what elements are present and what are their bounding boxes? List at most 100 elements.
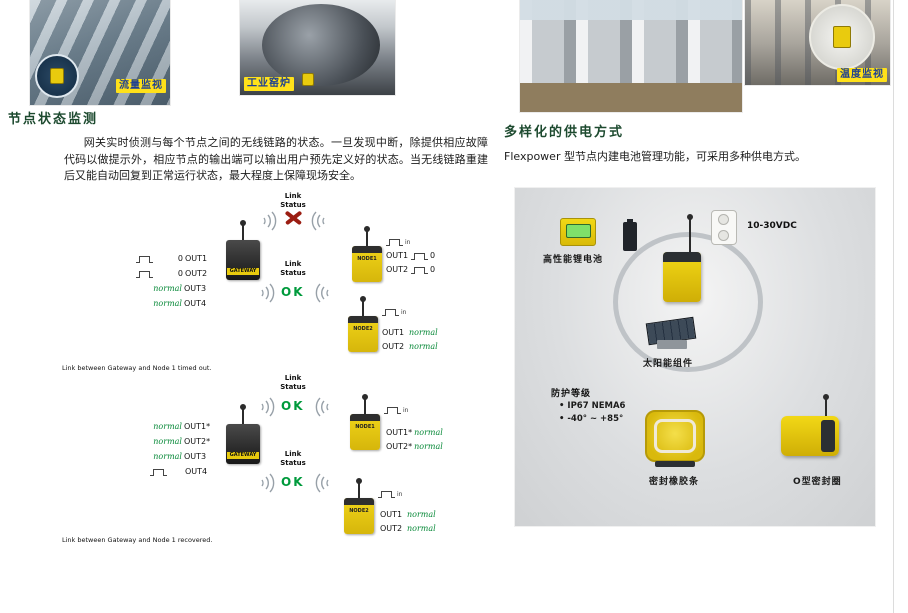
section-heading-node-status: 节点状态监测: [8, 112, 99, 127]
diagram-caption: Link between Gateway and Node 1 recovere…: [62, 536, 213, 544]
device-label: NODE2: [349, 508, 369, 514]
gateway-output-row: normal OUT2*: [138, 437, 210, 447]
link-ok-label: OK: [281, 399, 305, 413]
link-label: Link: [284, 260, 302, 268]
antenna-icon: [687, 214, 694, 252]
photo-caption-temp: 温度监视: [837, 68, 887, 82]
link-failed-x-icon: [284, 208, 302, 226]
device-label: NODE2: [353, 326, 373, 332]
output-label: OUT2*: [386, 442, 413, 451]
output-value: normal: [153, 452, 182, 461]
pulse-signal-icon: [411, 266, 428, 274]
signal-waves-icon: [258, 394, 278, 420]
node-output-row: OUT1* normal: [386, 428, 443, 438]
photo-storage-tanks: [520, 0, 742, 112]
link-ok-label: OK: [281, 475, 305, 489]
device-label: NODE1: [357, 256, 377, 262]
input-marker: in: [386, 239, 410, 246]
kiln-drum: [262, 4, 380, 86]
device-label: GATEWAY: [227, 452, 259, 459]
in-label: in: [403, 407, 409, 414]
protection-rating-item: IP67 NEMA6: [559, 401, 625, 411]
output-label: OUT2: [386, 265, 409, 274]
in-label: in: [397, 491, 403, 498]
status-label: Status: [280, 382, 306, 391]
battery-cell-icon: [623, 219, 637, 251]
antenna-icon: [356, 478, 362, 498]
output-value: 0: [177, 254, 183, 263]
pulse-signal-icon: [386, 239, 403, 246]
gateway-output-row: normal OUT1*: [138, 422, 210, 432]
input-marker: in: [382, 309, 406, 316]
photo-flow-monitoring: 流量监视: [30, 0, 170, 105]
power-options-ring: [613, 232, 763, 372]
output-value: normal: [153, 284, 182, 293]
gateway-output-row: OUT4: [150, 467, 208, 477]
wireless-node-icon: [50, 68, 64, 84]
gateway-output-row: normal OUT3: [138, 452, 206, 462]
link-label: Link: [284, 374, 302, 382]
signal-waves-icon: [312, 280, 332, 306]
antenna-icon: [240, 404, 246, 424]
device-label: GATEWAY: [227, 268, 259, 275]
output-label: OUT4: [184, 299, 207, 308]
photo-caption-kiln: 工业窑炉: [244, 77, 294, 91]
protection-rating-item: -40° ~ +85°: [559, 414, 623, 424]
pulse-signal-icon: [150, 468, 167, 476]
node1-device: NODE1: [352, 226, 382, 282]
gateway-output-row: normal OUT4: [138, 299, 206, 309]
wireless-node-icon: [833, 26, 851, 48]
output-value: normal: [409, 328, 438, 337]
status-label: Status: [280, 200, 306, 209]
photo-detail-inset: [809, 4, 875, 70]
protection-rating-title: 防护等级: [551, 389, 592, 399]
signal-waves-icon: [260, 208, 280, 234]
gateway-output-row: 0 OUT2: [136, 269, 208, 279]
signal-waves-icon: [258, 470, 278, 496]
output-label: OUT1: [386, 251, 409, 260]
power-supply-paragraph: Flexpower 型节点内建电池管理功能，可采用多种供电方式。: [504, 150, 806, 163]
output-label: OUT1: [185, 254, 208, 263]
input-marker: in: [378, 491, 403, 498]
photo-detail-inset: [35, 54, 79, 98]
seal2-label: O型密封圈: [793, 477, 842, 487]
output-value: normal: [407, 524, 436, 533]
antenna-icon: [823, 394, 830, 416]
link-status-label: Link Status: [276, 260, 310, 277]
node-output-row: OUT2 0: [386, 265, 435, 275]
vdc-label: 10-30VDC: [747, 221, 797, 231]
wireless-node-device: [663, 214, 701, 302]
node-output-row: OUT2 normal: [382, 342, 438, 352]
output-label: OUT1: [380, 510, 403, 519]
output-label: OUT3: [184, 284, 207, 293]
output-label: OUT1*: [184, 422, 211, 431]
node-status-paragraph: 网关实时侦测与每个节点之间的无线链路的状态。一旦发现中断，除提供相应故障代码以做…: [64, 136, 488, 182]
status-label: Status: [280, 458, 306, 467]
wireless-node-icon: [302, 73, 314, 86]
sealed-gasket-device-icon: [645, 410, 705, 467]
output-value: normal: [409, 342, 438, 351]
node-output-row: OUT2 normal: [380, 524, 436, 534]
solar-label: 太阳能组件: [643, 359, 694, 369]
output-label: OUT2: [185, 269, 208, 278]
signal-waves-icon: [312, 470, 332, 496]
page-edge-divider: [893, 0, 894, 613]
gateway-output-row: 0 OUT1: [136, 254, 208, 264]
photo-caption-flow: 流量监视: [116, 79, 166, 93]
node-output-row: OUT1 normal: [382, 328, 438, 338]
link-status-diagram: Link Status GATEWAY NODE1 Link Status OK: [60, 192, 500, 562]
output-value: normal: [153, 299, 182, 308]
gateway-output-row: normal OUT3: [138, 284, 206, 294]
battery-screen: [566, 224, 591, 238]
output-label: OUT2: [382, 342, 405, 351]
input-marker: in: [384, 407, 409, 414]
link-status-label: Link Status: [276, 192, 310, 209]
signal-waves-icon: [258, 280, 278, 306]
node-output-row: OUT1 0: [386, 251, 435, 261]
pulse-signal-icon: [384, 407, 401, 414]
link-status-label: Link Status: [276, 450, 310, 467]
output-label: OUT4: [185, 467, 208, 476]
pulse-signal-icon: [382, 309, 399, 316]
node-output-row: OUT1 normal: [380, 510, 436, 520]
